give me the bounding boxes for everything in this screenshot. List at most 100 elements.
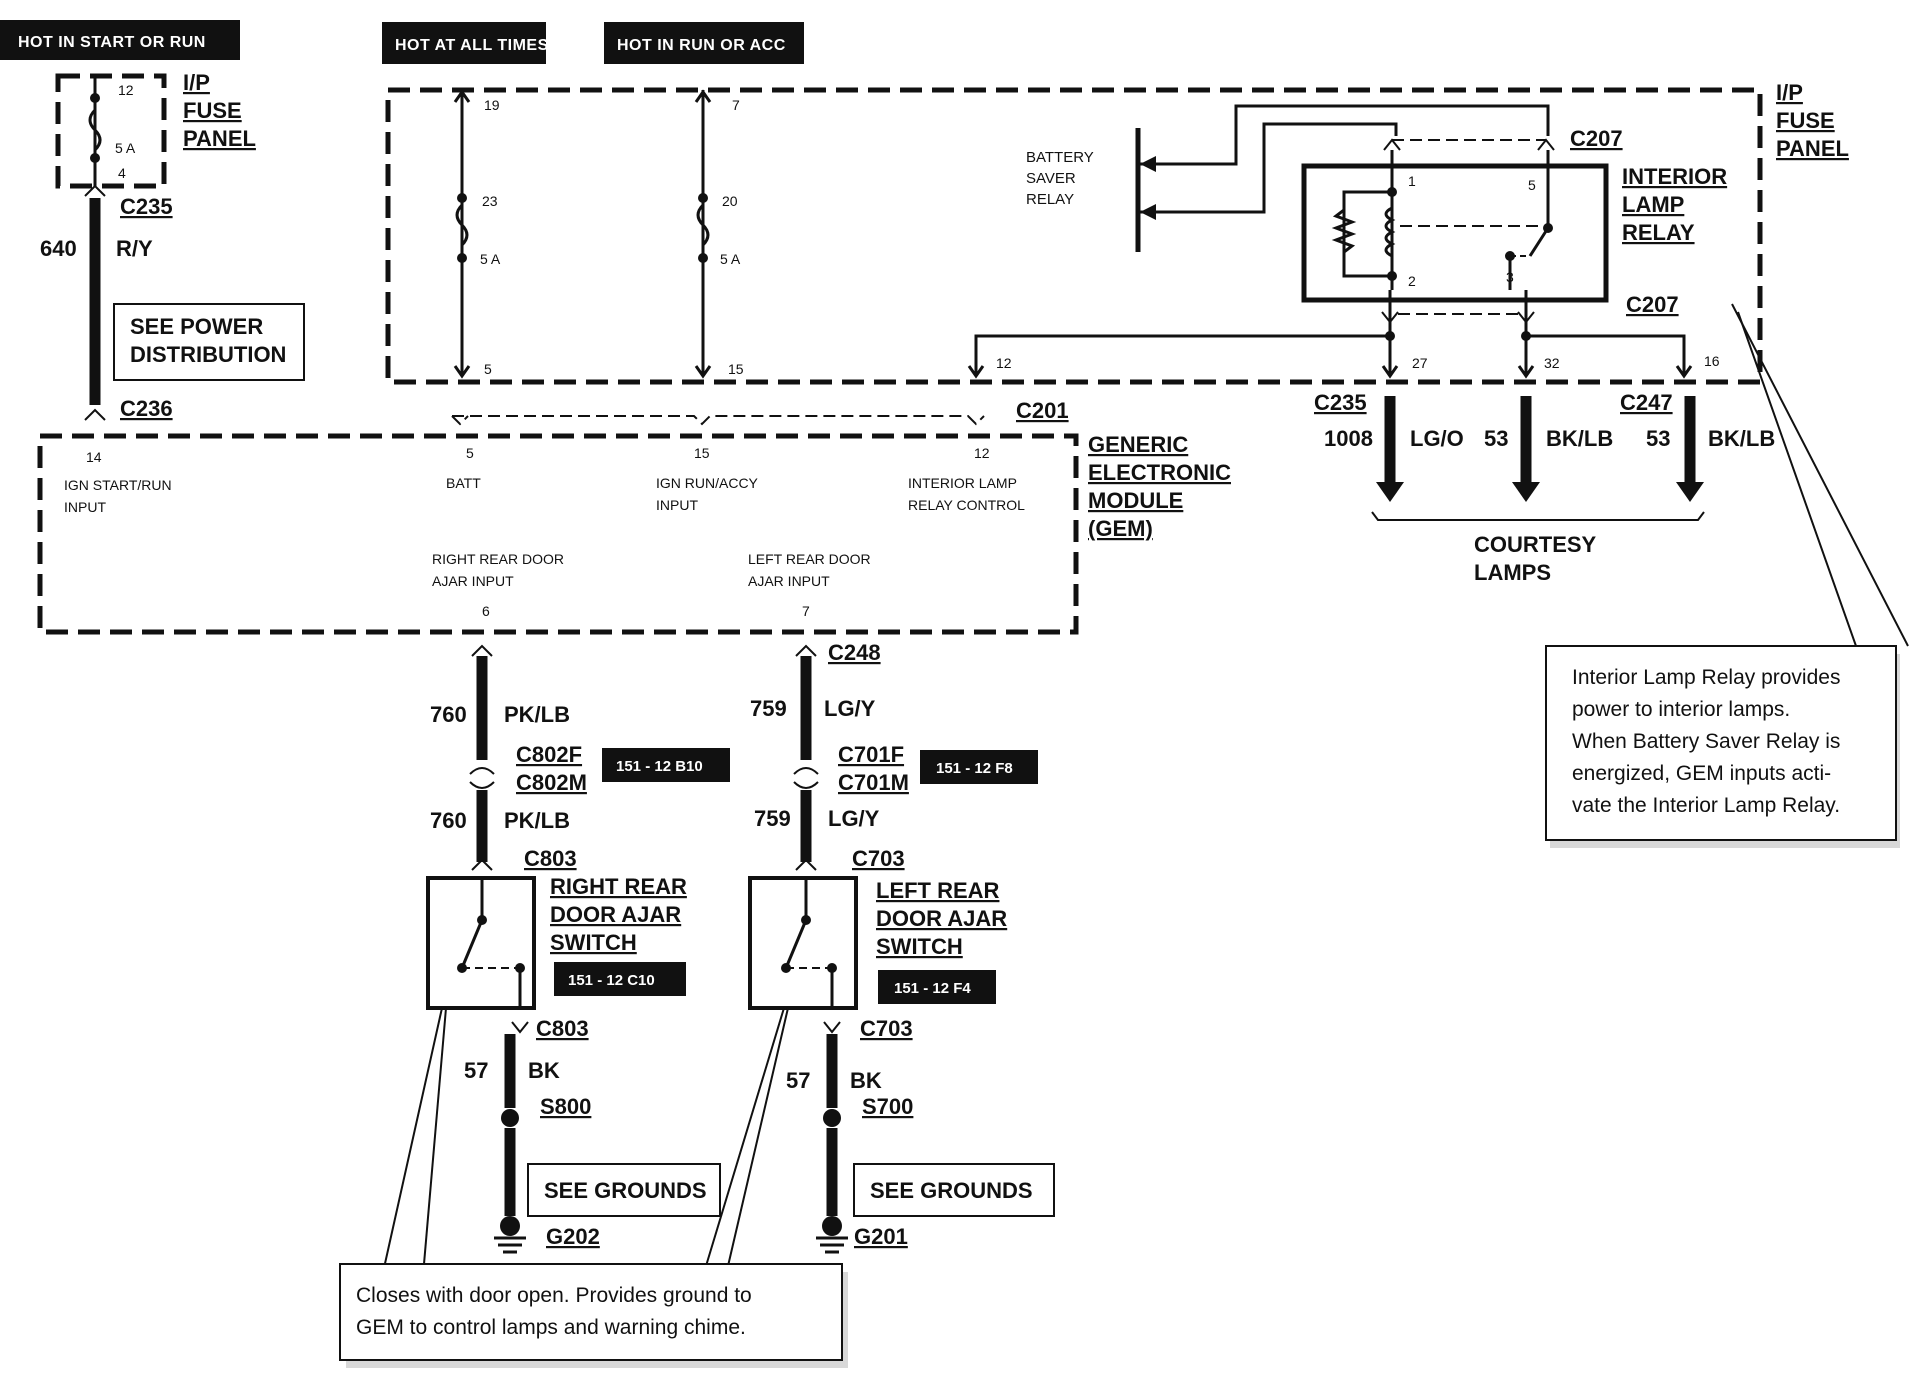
gem-ign-start-run-input: IGN START/RUN INPUT (64, 477, 172, 515)
panel-pin-12: 12 (996, 355, 1012, 371)
svg-text:DOOR AJAR: DOOR AJAR (550, 902, 681, 927)
fuse-20-number: 20 (722, 193, 738, 209)
svg-text:INTERIOR LAMP: INTERIOR LAMP (908, 475, 1017, 491)
circuit-759-a: 759 (750, 696, 787, 721)
svg-text:GENERIC: GENERIC (1088, 432, 1188, 457)
connector-c235-right: C235 (1314, 390, 1367, 415)
svg-text:HOT IN RUN OR ACC: HOT IN RUN OR ACC (617, 37, 786, 54)
ref-tag-151-12-c10[interactable]: 151 - 12 C10 (554, 962, 686, 996)
svg-text:RELAY: RELAY (1622, 220, 1695, 245)
svg-text:FUSE: FUSE (1776, 108, 1835, 133)
svg-text:151 - 12 F8: 151 - 12 F8 (936, 760, 1013, 777)
gem-right-rear-door-ajar-input: RIGHT REAR DOOR AJAR INPUT (432, 551, 564, 589)
fuse-19-pin-bottom: 5 (484, 361, 492, 377)
callout-line-switch-b (423, 1007, 447, 1265)
right-ip-fuse-panel-label: I/P FUSE PANEL (1776, 80, 1849, 161)
battery-saver-relay-label: BATTERY SAVER RELAY (1026, 149, 1094, 208)
svg-text:RIGHT REAR: RIGHT REAR (550, 874, 687, 899)
svg-text:FUSE: FUSE (183, 98, 242, 123)
wire-color-pklb-a: PK/LB (504, 702, 570, 727)
circuit-760-a: 760 (430, 702, 467, 727)
svg-text:LAMP: LAMP (1622, 192, 1684, 217)
fuse-7-pin-bottom: 15 (728, 361, 744, 377)
panel-pin-27: 27 (1412, 355, 1428, 371)
ref-tag-151-12-f4[interactable]: 151 - 12 F4 (878, 970, 996, 1004)
circuit-53-b: 53 (1646, 426, 1670, 451)
left-switch-blade-icon (784, 919, 808, 969)
connector-c701f: C701F (838, 742, 904, 767)
svg-text:AJAR INPUT: AJAR INPUT (748, 573, 830, 589)
gem-pin-12: 12 (974, 445, 990, 461)
fuse-23-icon (455, 203, 469, 247)
left-rear-door-ajar-switch-box (748, 876, 858, 1010)
left-fuse-pin-bottom: 4 (118, 165, 126, 181)
see-power-distribution-box[interactable]: SEE POWER DISTRIBUTION (113, 303, 305, 381)
ref-tag-151-12-b10[interactable]: 151 - 12 B10 (602, 748, 730, 782)
fuse-19-pin-top: 19 (484, 97, 500, 113)
svg-text:AJAR INPUT: AJAR INPUT (432, 573, 514, 589)
callout-line-switch-d (727, 1007, 789, 1267)
wire-pin16-feed (1526, 334, 1686, 376)
interior-lamp-relay-box (1301, 163, 1609, 303)
fuse-20-icon (696, 203, 710, 247)
gem-pin-6: 6 (482, 603, 490, 619)
circuit-640: 640 (40, 236, 77, 261)
header-hot-run-acc: HOT IN RUN OR ACC (604, 22, 804, 64)
connector-c703-top: C703 (852, 846, 905, 871)
svg-text:energized, GEM inputs acti-: energized, GEM inputs acti- (1572, 762, 1831, 785)
wire-color-ry: R/Y (116, 236, 153, 261)
svg-text:COURTESY: COURTESY (1474, 532, 1597, 557)
svg-text:I/P: I/P (183, 70, 210, 95)
callout-line-switch-c (705, 1007, 785, 1267)
svg-text:SWITCH: SWITCH (550, 930, 637, 955)
svg-text:SAVER: SAVER (1026, 170, 1076, 187)
wire-pin12-feed (974, 334, 1390, 376)
svg-text:SWITCH: SWITCH (876, 934, 963, 959)
connector-c235-left: C235 (120, 194, 173, 219)
fuse-7-pin-top: 7 (732, 97, 740, 113)
gem-pin-5: 5 (466, 445, 474, 461)
connector-c248: C248 (828, 640, 881, 665)
wire-color-bk-left: BK (850, 1068, 882, 1093)
see-grounds-box-right[interactable]: SEE GROUNDS (527, 1163, 721, 1217)
circuit-1008: 1008 (1324, 426, 1373, 451)
fuse-20-rating: 5 A (720, 251, 741, 267)
left-fuse-panel-box (55, 73, 167, 189)
wire-color-lgy-b: LG/Y (828, 806, 880, 831)
connector-c701m: C701M (838, 770, 909, 795)
connector-c701-icon (793, 767, 819, 789)
circuit-53-a: 53 (1484, 426, 1508, 451)
callout-line-relay-b (1737, 311, 1857, 647)
connector-c207-top: C207 (1570, 126, 1623, 151)
svg-text:INPUT: INPUT (656, 497, 698, 513)
svg-text:SEE POWER: SEE POWER (130, 314, 263, 339)
svg-text:power to interior lamps.: power to interior lamps. (1572, 698, 1790, 721)
svg-text:RIGHT REAR DOOR: RIGHT REAR DOOR (432, 551, 564, 567)
svg-text:IGN RUN/ACCY: IGN RUN/ACCY (656, 475, 759, 491)
callout-line-switch-a (383, 1007, 443, 1269)
svg-text:INTERIOR: INTERIOR (1622, 164, 1727, 189)
right-rear-door-ajar-switch-label: RIGHT REAR DOOR AJAR SWITCH (550, 874, 687, 955)
wire-color-pklb-b: PK/LB (504, 808, 570, 833)
main-fuse-panel-box (385, 87, 1763, 385)
svg-text:LEFT REAR: LEFT REAR (876, 878, 1000, 903)
ground-g202: G202 (546, 1224, 600, 1249)
fuse-23-rating: 5 A (480, 251, 501, 267)
connector-c802-icon (469, 767, 495, 789)
battery-saver-lower-feed (1140, 122, 1398, 214)
see-grounds-box-left[interactable]: SEE GROUNDS (853, 1163, 1055, 1217)
svg-text:PANEL: PANEL (183, 126, 256, 151)
wire-color-lgy-a: LG/Y (824, 696, 876, 721)
svg-text:SEE GROUNDS: SEE GROUNDS (870, 1178, 1033, 1203)
connector-c802m: C802M (516, 770, 587, 795)
left-fuse-icon (88, 108, 102, 152)
svg-text:vate the Interior Lamp Relay.: vate the Interior Lamp Relay. (1572, 794, 1840, 817)
interior-lamp-relay-label: INTERIOR LAMP RELAY (1622, 164, 1727, 245)
svg-text:151 - 12 B10: 151 - 12 B10 (616, 758, 703, 775)
ref-tag-151-12-f8[interactable]: 151 - 12 F8 (920, 750, 1038, 784)
circuit-57-left: 57 (786, 1068, 810, 1093)
svg-text:PANEL: PANEL (1776, 136, 1849, 161)
connector-c201-line (451, 415, 985, 426)
relay-pin-1: 1 (1408, 173, 1416, 189)
